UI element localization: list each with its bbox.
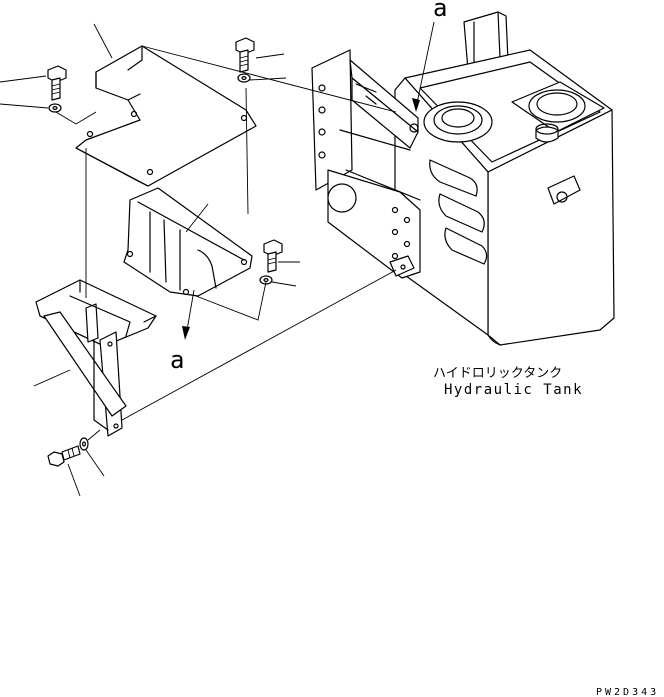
assembly-lines — [55, 45, 397, 441]
reference-arrow-bottom — [182, 289, 195, 340]
middle-bracket — [123, 187, 253, 297]
reference-a-bottom: a — [170, 346, 184, 374]
leader-lines — [0, 23, 300, 497]
bolt-bottom-left — [47, 445, 81, 467]
level-gauge — [547, 175, 581, 205]
bolt-top-left — [47, 65, 67, 101]
bolt-top-right — [235, 37, 255, 73]
tank-label-english: Hydraulic Tank — [444, 382, 583, 398]
tank-label-japanese: ハイドロリックタンク — [433, 366, 562, 381]
washer-bottom-left — [79, 437, 89, 451]
tank-bracket — [311, 49, 488, 279]
plate-hole — [327, 183, 357, 213]
bolt-middle-right — [263, 239, 283, 273]
washer-top-left — [48, 103, 62, 113]
reference-a-top: a — [433, 0, 447, 22]
cover-port — [528, 89, 586, 123]
filler-ring — [423, 101, 493, 143]
hydraulic-tank — [394, 11, 615, 346]
washer-top-right — [237, 73, 251, 83]
top-cover — [75, 45, 257, 187]
reference-arrow-top — [412, 21, 435, 112]
drawing-code: PW2D343 — [596, 687, 659, 697]
support-leg — [35, 279, 157, 437]
